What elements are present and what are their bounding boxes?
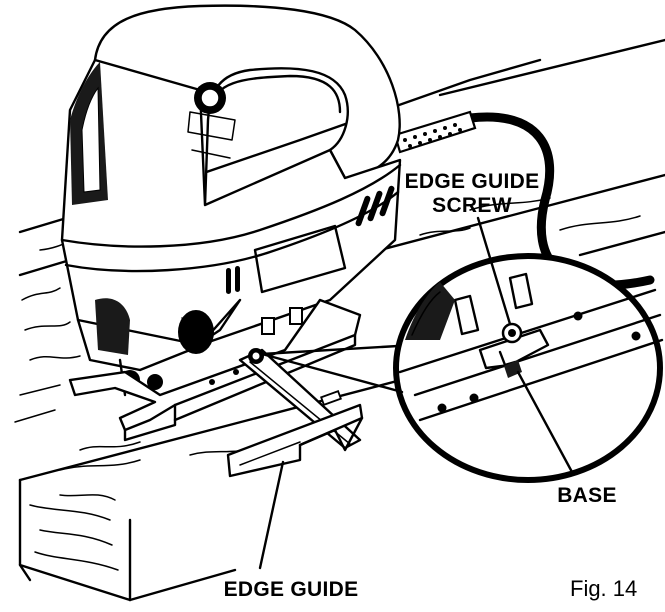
- magnified-detail: [393, 253, 664, 483]
- jigsaw-base-shoe: [68, 298, 362, 442]
- base-label: BASE: [557, 484, 617, 507]
- edge-guide-screw-label: EDGE GUIDE SCREW: [392, 170, 552, 218]
- jigsaw-body: [60, 4, 402, 397]
- edge-guide: [226, 348, 364, 478]
- edge-guide-screw-label-line: EDGE GUIDE SCREW: [404, 170, 540, 217]
- figure-number: Fig. 14: [570, 576, 638, 601]
- wood-plank: [14, 38, 665, 602]
- edge-guide-label: EDGE GUIDE: [223, 578, 359, 601]
- leader-lines: [258, 216, 574, 570]
